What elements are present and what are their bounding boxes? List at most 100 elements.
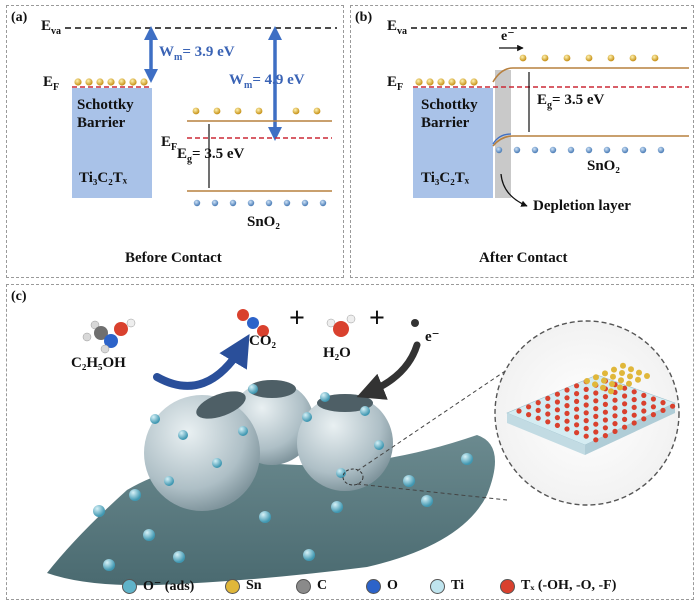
sn-atom — [644, 373, 650, 379]
tx-atom — [622, 393, 628, 399]
ef-label-b: EF — [387, 74, 404, 93]
tx-atom — [670, 403, 676, 409]
sn-atom — [636, 369, 642, 376]
metal-electrons-b — [415, 78, 478, 86]
tx-atom — [631, 404, 637, 410]
tx-atom — [574, 406, 580, 412]
tx-atom — [612, 405, 618, 411]
sn-atom — [635, 376, 641, 383]
tx-atom — [574, 398, 580, 404]
tx-atom — [650, 404, 657, 410]
tx-atom — [612, 413, 618, 419]
electron-label-b: e⁻ — [501, 29, 515, 44]
electron-dot — [411, 319, 419, 327]
band-diagram-after — [411, 27, 689, 207]
tx-atom — [593, 429, 599, 435]
sno2-label-b: SnO₂ — [587, 158, 620, 174]
co2-molecule — [237, 309, 269, 337]
sno2-label: SnO₂ — [247, 214, 280, 230]
sno2-vb-holes — [193, 199, 327, 207]
tx-atom — [564, 395, 570, 401]
panel-b-label: (b) — [355, 10, 373, 25]
plus-sign-2: + — [369, 303, 385, 334]
tx-atom — [612, 397, 618, 403]
tx-atom — [545, 411, 551, 417]
tx-atom — [602, 425, 609, 431]
tx-atom — [612, 428, 618, 434]
legend-ti: Ti — [430, 578, 464, 594]
legend-sn-swatch — [225, 578, 240, 594]
metal-electrons — [74, 78, 148, 86]
tx-atom — [612, 421, 618, 427]
bandgap-label: Eg= 3.5 eV — [177, 146, 245, 165]
sn-atom — [628, 366, 634, 373]
tx-atom — [535, 400, 541, 406]
tx-atom — [535, 415, 541, 421]
sn-atom — [609, 381, 615, 387]
tx-atom — [516, 408, 522, 414]
tx-atom — [535, 407, 541, 413]
tx-atom — [593, 398, 599, 404]
lattice-tx-dots — [516, 374, 676, 443]
tx-atom — [564, 418, 570, 424]
legend-o-label: O — [387, 578, 398, 593]
sno2-vb-holes-b — [495, 146, 665, 154]
sno2-cb-electrons — [192, 107, 321, 115]
tx-atom — [593, 437, 599, 443]
legend-c-label: C — [317, 578, 328, 593]
bent-valence-band — [492, 135, 689, 147]
sn-atom — [611, 366, 617, 373]
lattice-sn-dots — [584, 362, 650, 395]
legend-tx-label: Tₓ (-OH, -O, -F) — [521, 578, 617, 593]
legend-o: O — [366, 578, 398, 594]
legend-c-swatch — [296, 578, 311, 594]
ti3c2tx-label-b: Ti₃C₂Tₓ — [421, 170, 470, 186]
tx-atom — [650, 396, 657, 402]
panel-a-label: (a) — [11, 10, 28, 25]
legend-ti-label: Ti — [451, 578, 464, 593]
ef-left-label: EF — [43, 74, 60, 93]
tx-atom — [583, 433, 589, 439]
tx-atom — [641, 400, 647, 406]
tx-atom — [545, 419, 551, 425]
sno2-cb-electrons-b — [519, 54, 659, 62]
caption-after-contact: After Contact — [479, 250, 568, 266]
substrate-sheet — [47, 435, 495, 586]
tx-atom — [583, 386, 589, 392]
sn-atom — [584, 378, 590, 384]
tx-atom — [583, 394, 589, 400]
zoom-origin — [342, 468, 364, 486]
tx-atom — [650, 412, 657, 418]
tx-atom — [545, 403, 551, 409]
adsorbed-oxygen-dots — [93, 384, 473, 571]
evac-label-b: Eva — [387, 18, 408, 37]
sn-atom — [610, 373, 616, 380]
tx-atom — [641, 408, 647, 414]
legend-adsorbed-oxygen-swatch — [122, 579, 137, 594]
wm-left-label: Wm= 3.9 eV — [159, 44, 235, 63]
tx-atom — [574, 383, 580, 389]
legend-c: C — [296, 578, 327, 594]
tx-atom — [602, 394, 609, 400]
panel-c-sensing-mechanism: (c) C₂H₅OH CO₂ + H₂O + e⁻ — [6, 284, 694, 600]
tx-atom — [583, 425, 589, 431]
plus-sign-1: + — [289, 303, 305, 334]
legend-sn: Sn — [225, 578, 262, 594]
tx-atom — [583, 410, 589, 416]
ti3c2tx-label: Ti₃C₂Tₓ — [79, 170, 128, 186]
electron-arrow — [356, 341, 421, 400]
legend-ti-swatch — [430, 578, 445, 594]
ef-right-label: EF — [161, 134, 178, 153]
sn-atom — [602, 370, 608, 377]
depletion-layer-label: Depletion layer — [533, 198, 631, 214]
tx-atom — [526, 404, 532, 410]
depletion-region — [495, 70, 511, 198]
tx-atom — [602, 409, 609, 415]
tx-atom — [554, 422, 561, 428]
tx-atom — [554, 391, 561, 397]
sn-atom — [627, 373, 633, 380]
sn-atom — [626, 380, 632, 387]
band-diagram-before — [65, 25, 337, 207]
